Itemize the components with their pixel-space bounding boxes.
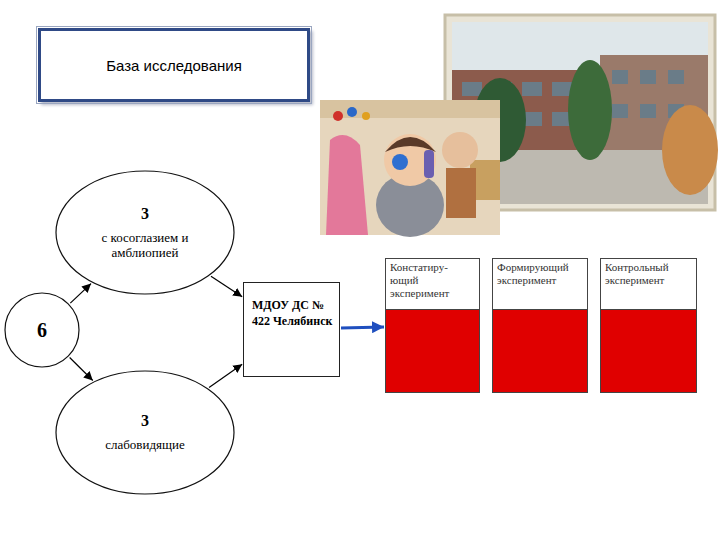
node-heading: МДОУ ДС № 422 Челябинск [252, 297, 333, 329]
stage-box: Контрольный эксперимент [600, 258, 697, 393]
ellipse-outline [5, 293, 79, 367]
ellipse-outline [55, 370, 235, 495]
total-circle: 6 [4, 292, 80, 368]
connector-arrow [211, 276, 242, 297]
node-heading: 3 [141, 412, 149, 430]
stage-box: Констатиру- ющий эксперимент [385, 258, 480, 393]
ellipse-outline [56, 371, 234, 494]
group-ellipse: 3 слабовидящие [55, 370, 235, 495]
text-holder: Констатиру- ющий эксперимент [386, 259, 479, 309]
shelf [320, 100, 500, 118]
pink-coat [326, 135, 368, 235]
text-holder: МДОУ ДС № 422 Челябинск [244, 283, 339, 335]
node-heading: Формирующий эксперимент [497, 261, 583, 287]
title-box: База исследования [38, 28, 310, 102]
text-holder: Формирующий эксперимент [493, 259, 587, 309]
connector-arrow [341, 327, 384, 328]
institution-box: МДОУ ДС № 422 Челябинск [243, 282, 340, 377]
child-hair [385, 137, 436, 152]
node-heading: Контрольный эксперимент [605, 261, 692, 287]
red-fill [386, 309, 479, 392]
text-holder: 6 [4, 292, 80, 368]
second-child-body [446, 168, 476, 218]
second-child [442, 132, 478, 168]
stage-box: Формирующий эксперимент [492, 258, 588, 393]
eye-patch [392, 154, 408, 170]
phone [424, 150, 434, 178]
node-heading: 3 [141, 205, 149, 223]
node-heading: 6 [37, 319, 47, 342]
child-face [384, 134, 436, 186]
group-ellipse: 3 с косоглазием и амблиопией [55, 170, 235, 295]
child-photo [320, 100, 500, 237]
connector-arrow [70, 284, 91, 304]
text-holder: 3 с косоглазием и амблиопией [55, 170, 235, 295]
text-holder: Контрольный эксперимент [601, 259, 696, 309]
ellipse-outline [56, 171, 234, 294]
title: База исследования [106, 57, 242, 74]
node-heading: Констатиру- ющий эксперимент [390, 261, 475, 301]
tree [568, 60, 612, 160]
autumn-tree [662, 105, 718, 195]
node-text: слабовидящие [105, 438, 185, 453]
connector-arrow [70, 358, 93, 381]
connector-arrow [209, 364, 242, 387]
red-fill [601, 309, 696, 392]
node-text: с косоглазием и амблиопией [85, 231, 205, 261]
text-holder: 3 слабовидящие [55, 370, 235, 495]
red-fill [493, 309, 587, 392]
